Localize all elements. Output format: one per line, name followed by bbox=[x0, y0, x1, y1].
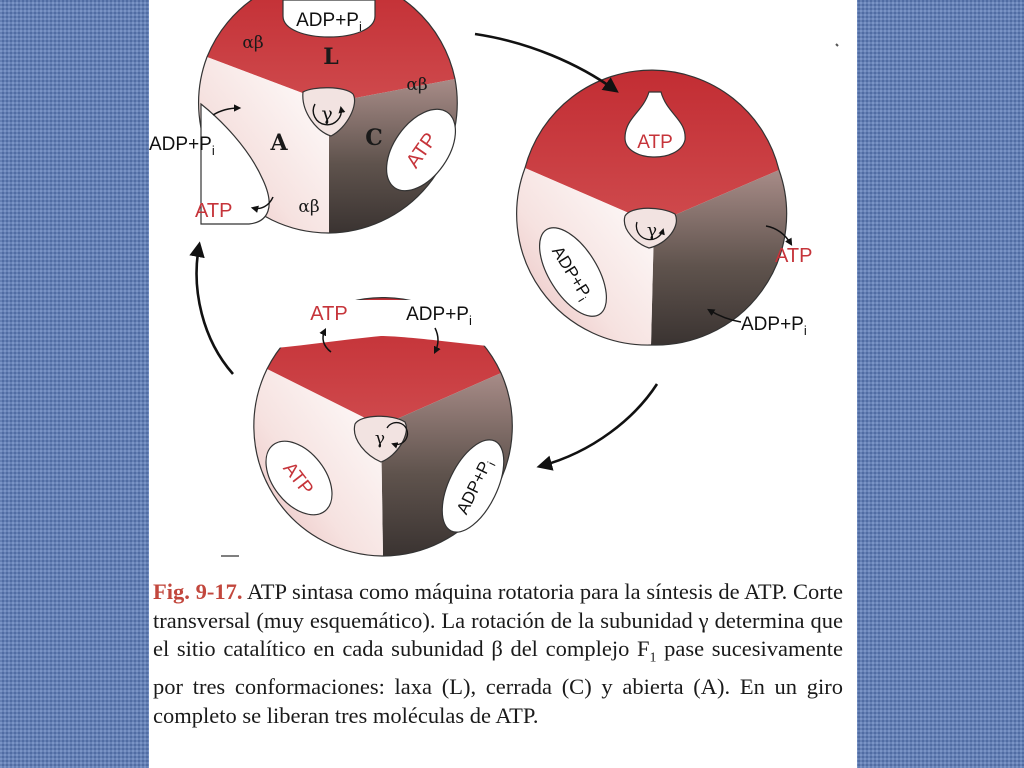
top-rotor-site-open: A bbox=[269, 130, 288, 156]
top-rotor-out-label: ATP bbox=[195, 200, 232, 222]
right-rotor-gamma-label: γ bbox=[647, 221, 657, 241]
bottom-rotor: ATP ADP+Pi γ ATP ADP+Pi bbox=[249, 297, 529, 557]
right-rotor-gamma-rotation-icon bbox=[635, 221, 665, 241]
top-rotor-gamma-label: γ bbox=[321, 103, 332, 125]
right-rotor-top-notch bbox=[624, 91, 686, 158]
top-rotor: ATP γ L C A αβ αβ αβ ADP+Pi ADP+Pi ATP bbox=[149, 0, 458, 234]
figure-caption-text-2: pase sucesivamente por tres conformacion… bbox=[153, 636, 843, 728]
bottom-rotor-gamma-label: γ bbox=[375, 429, 385, 449]
bottom-rotor-bound-adp: ADP+Pi bbox=[441, 439, 505, 533]
right-rotor-in-label: ADP+Pi bbox=[741, 314, 807, 338]
bottom-rotor-out-label: ATP bbox=[310, 303, 347, 325]
right-rotor-in-arrow bbox=[707, 308, 742, 323]
bottom-rotor-top-cut bbox=[249, 300, 529, 350]
right-rotor: ATP ADP+Pi γ ATP ADP+Pi bbox=[516, 69, 812, 346]
top-rotor-sector-loose bbox=[207, 0, 455, 103]
bottom-rotor-gamma-rotation-icon bbox=[386, 421, 409, 449]
top-rotor-subunit-label: αβ bbox=[242, 33, 263, 53]
bottom-rotor-bound-atp: ATP bbox=[265, 440, 333, 516]
figure-caption-label: Fig. 9-17. bbox=[153, 579, 243, 604]
bottom-rotor-gamma-subunit bbox=[353, 415, 407, 463]
top-rotor-subunit-label: αβ bbox=[406, 75, 427, 95]
atp-synthase-diagram: ATP γ L C A αβ αβ αβ ADP+Pi ADP+Pi ATP bbox=[149, 0, 839, 557]
top-rotor-site-tight: C bbox=[365, 125, 383, 151]
bottom-rotor-in-label: ADP+Pi bbox=[406, 304, 472, 328]
top-rotor-gamma-rotation-icon bbox=[312, 103, 346, 126]
top-rotor-loose-opening bbox=[282, 0, 376, 38]
right-rotor-top-label: ATP bbox=[637, 132, 673, 153]
bottom-rotor-in-arrow bbox=[433, 327, 441, 355]
top-rotor-site-loose: L bbox=[323, 44, 338, 70]
top-rotor-in-label: ADP+Pi bbox=[149, 134, 215, 158]
top-rotor-loose-label: ADP+Pi bbox=[296, 10, 362, 34]
top-rotor-subunit-label: αβ bbox=[298, 197, 319, 217]
cycle-arrow-right-to-bottom bbox=[536, 383, 659, 471]
right-rotor-gamma-subunit bbox=[623, 207, 677, 249]
cycle-arrow-bottom-to-top bbox=[189, 241, 234, 375]
cycle-arrow-top-to-right bbox=[474, 32, 619, 93]
figure-caption: Fig. 9-17. ATP sintasa como máquina rota… bbox=[153, 578, 843, 730]
slide: ATP γ L C A αβ αβ αβ ADP+Pi ADP+Pi ATP bbox=[149, 0, 857, 768]
right-rotor-outline bbox=[516, 69, 788, 346]
figure-caption-subscript: 1 bbox=[649, 650, 657, 666]
right-rotor-out-label: ATP bbox=[775, 245, 812, 267]
top-rotor-gamma-subunit bbox=[302, 87, 356, 137]
figure-caption-text: ATP sintasa como máquina rotatoria para … bbox=[153, 579, 843, 662]
scan-mark bbox=[835, 43, 839, 47]
bottom-rotor-out-arrow bbox=[319, 327, 332, 353]
top-rotor-in-arrow bbox=[212, 104, 242, 116]
right-rotor-out-arrow bbox=[765, 225, 793, 246]
top-rotor-bound-atp: ATP bbox=[385, 108, 457, 192]
top-rotor-out-arrow bbox=[250, 196, 274, 213]
top-rotor-open-notch bbox=[200, 102, 270, 225]
